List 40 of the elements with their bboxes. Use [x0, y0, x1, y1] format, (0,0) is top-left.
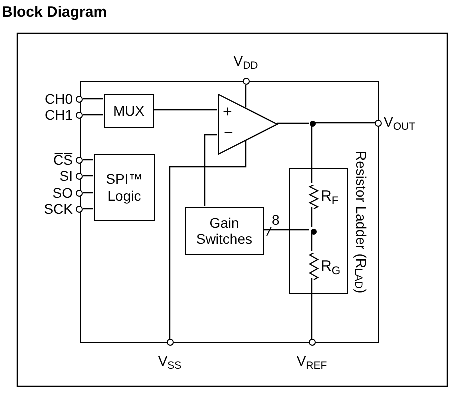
- connector-line: [83, 208, 93, 210]
- connector-line: [83, 175, 93, 177]
- pin-label: V$_{OUT}$: [384, 115, 416, 129]
- connector-line: [311, 207, 313, 227]
- pin-label: SO: [52, 186, 73, 200]
- connector-line: [311, 233, 313, 251]
- function-block: Gain Switches: [185, 207, 264, 255]
- function-block: SPI™ Logic: [94, 154, 155, 221]
- connector-line: [83, 192, 93, 194]
- connector-line: [263, 229, 309, 231]
- resistor-label: R$_{F}$: [321, 189, 339, 204]
- connector-line: [83, 159, 93, 161]
- connector-line: [204, 134, 217, 206]
- pin-label: C̅S̅: [54, 153, 73, 167]
- resistor-label: R$_{G}$: [321, 258, 341, 274]
- pin-label: SI: [60, 169, 73, 183]
- connector-line: [83, 114, 103, 116]
- connector-line: [245, 85, 247, 108]
- pin-label: V$_{REF}$: [296, 354, 328, 368]
- pin-label: CH0: [44, 92, 73, 106]
- edge-label: 8: [271, 213, 281, 227]
- connector-line: [153, 109, 217, 111]
- resistor-ladder-box: [289, 168, 348, 294]
- plus-sign: +: [223, 105, 232, 121]
- pin-label: V$_{DD}$: [232, 54, 260, 68]
- connector-line: [311, 126, 313, 183]
- chip-outline: [80, 81, 379, 343]
- junction-dot: [311, 229, 317, 235]
- function-block: MUX: [104, 94, 154, 128]
- pin-label: V$_{SS}$: [157, 354, 183, 368]
- connector-line: [169, 139, 247, 339]
- pin-label: CH1: [44, 108, 73, 122]
- minus-sign: −: [224, 126, 234, 142]
- connector-line: [311, 278, 313, 339]
- pin-label: SCK: [44, 202, 73, 216]
- connector-line: [277, 122, 309, 124]
- connector-line: [315, 122, 375, 124]
- junction-dot: [310, 121, 316, 127]
- diagram-title: Block Diagram: [2, 5, 108, 20]
- connector-line: [83, 98, 103, 100]
